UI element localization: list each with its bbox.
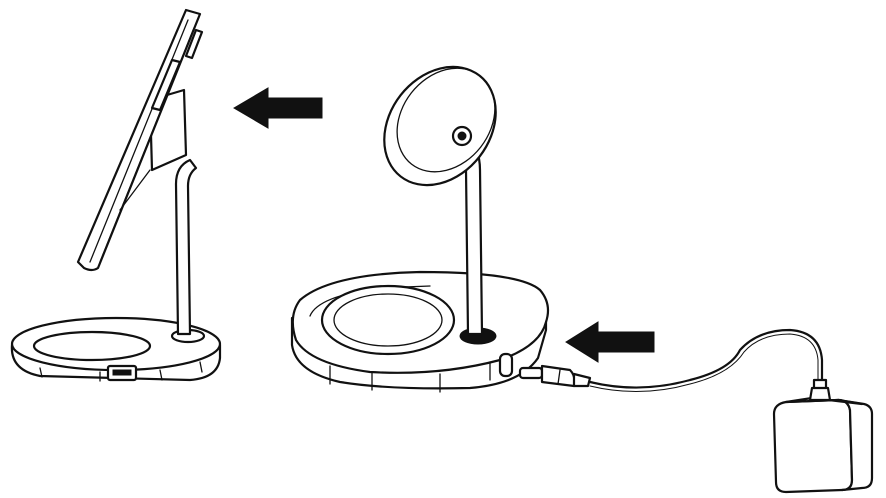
magnetic-charger-stand-icon (290, 65, 550, 393)
wall-adapter-icon (772, 386, 874, 494)
arrow-left-icon (233, 87, 323, 129)
phone-on-charger-stand-icon (10, 8, 222, 382)
middle-usb-c-port (498, 352, 514, 378)
arrow-left-icon (565, 321, 655, 363)
adapter-body-front (772, 398, 854, 494)
usb-c-cable-icon (518, 328, 828, 400)
middle-puck (383, 65, 497, 187)
cable-line (588, 328, 824, 389)
left-pole (174, 158, 198, 336)
left-base-pad (32, 330, 152, 362)
middle-base-pad (320, 284, 456, 356)
adapter-body-side (836, 398, 874, 492)
